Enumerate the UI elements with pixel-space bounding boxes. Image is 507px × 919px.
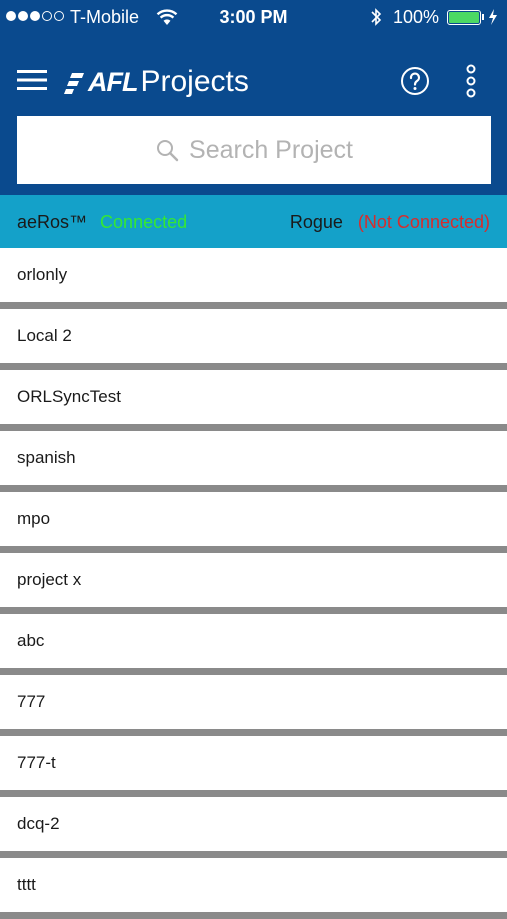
project-list: orlonly Local 2 ORLSyncTest spanish mpo … [0, 248, 507, 919]
list-item[interactable]: spanish [0, 431, 507, 492]
connection-status-aeros: Connected [100, 212, 188, 232]
list-item[interactable]: abc [0, 614, 507, 675]
device-status-rogue: Rogue (Not Connected) [290, 212, 490, 233]
more-vertical-icon[interactable] [462, 64, 480, 98]
help-circle-icon[interactable] [400, 66, 430, 96]
list-item[interactable]: Local 2 [0, 309, 507, 370]
status-time: 3:00 PM [219, 7, 288, 27]
device-status-aeros: aeRos™ Connected [17, 212, 187, 233]
list-item[interactable]: orlonly [0, 248, 507, 309]
list-item[interactable]: dcq-2 [0, 797, 507, 858]
list-item[interactable]: project x [0, 553, 507, 614]
app-logo: AFL Projects [62, 62, 249, 102]
carrier-name: T-Mobile [70, 7, 140, 27]
battery-percentage: 100% [393, 7, 440, 27]
app-header: T-Mobile 3:00 PM 100% AFL Projects [0, 0, 507, 195]
battery-icon [447, 10, 481, 25]
search-input[interactable]: Search Project [17, 116, 491, 184]
wifi-icon [156, 9, 178, 25]
device-name-aeros: aeRos™ [17, 212, 88, 232]
device-name-rogue: Rogue [289, 212, 343, 232]
list-item[interactable]: 777 [0, 675, 507, 736]
status-bar: T-Mobile 3:00 PM 100% [0, 0, 507, 36]
search-icon [157, 140, 179, 162]
page-title: Projects [140, 65, 249, 98]
charging-icon [489, 9, 497, 25]
signal-strength-icon [6, 11, 64, 21]
connection-status-bar: aeRos™ Connected Rogue (Not Connected) [0, 195, 507, 248]
list-item[interactable]: 777-t [0, 736, 507, 797]
search-placeholder: Search Project [189, 135, 353, 164]
bluetooth-icon [371, 8, 382, 26]
logo-brand: AFL [88, 66, 138, 97]
afl-logo-swoosh-icon [64, 73, 84, 94]
list-item[interactable]: tttt [0, 858, 507, 919]
list-item[interactable]: ORLSyncTest [0, 370, 507, 431]
hamburger-icon[interactable] [17, 68, 47, 92]
list-item[interactable]: mpo [0, 492, 507, 553]
connection-status-rogue: (Not Connected) [357, 212, 490, 232]
